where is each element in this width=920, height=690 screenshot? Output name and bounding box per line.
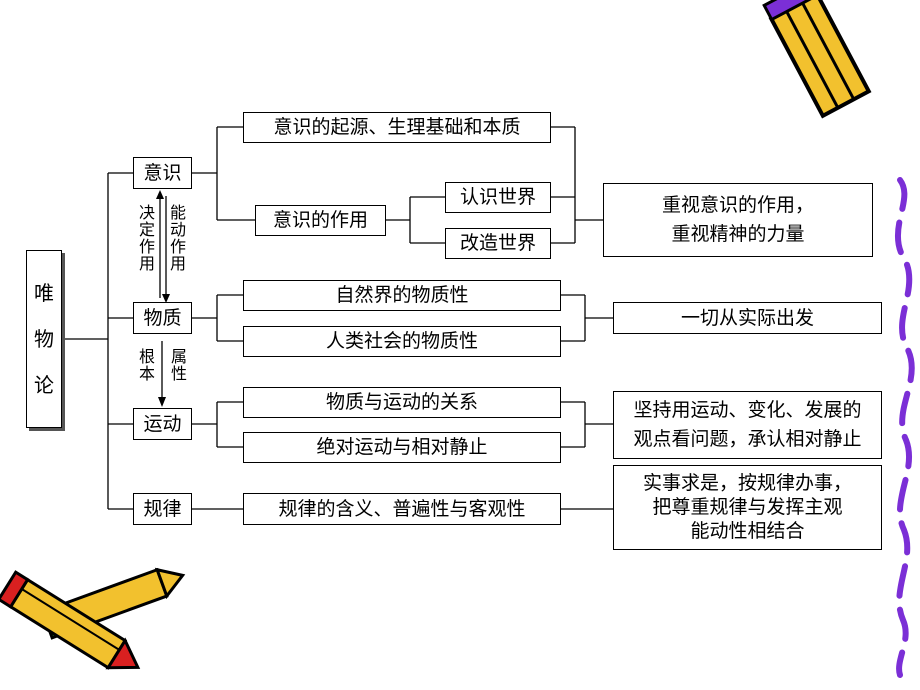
category-matter: 物质 [133, 302, 192, 334]
conclusion-consciousness-line-2: 重视精神的力量 [671, 223, 805, 245]
root-char-1: 唯 [34, 281, 54, 305]
topic-society-materiality: 人类社会的物质性 [243, 326, 561, 357]
conclusion-consciousness-line-1: 重视意识的作用， [661, 194, 814, 217]
relation-active-role-label: 能动作用 [169, 203, 186, 273]
conclusion-law-line-2: 把尊重规律与发挥主观 [652, 496, 843, 519]
category-law: 规律 [133, 493, 192, 525]
topic-law-meaning: 规律的含义、普遍性与客观性 [243, 493, 561, 525]
topic-consciousness-role: 意识的作用 [255, 205, 386, 236]
conclusion-matter: 一切从实际出发 [613, 302, 882, 334]
conclusion-law-line-3: 能动性相结合 [690, 519, 805, 542]
topic-nature-materiality: 自然界的物质性 [243, 280, 561, 311]
topic-changing-world: 改造世界 [445, 228, 551, 259]
relation-attribute-label: 属性 [170, 347, 187, 383]
topic-consciousness-origin: 意识的起源、生理基础和本质 [243, 112, 551, 143]
root-char-2: 物 [34, 327, 54, 351]
relation-decides-label: 决定作用 [138, 203, 155, 273]
root-char-3: 论 [34, 373, 54, 397]
category-motion: 运动 [133, 408, 192, 440]
conclusion-motion-line-2: 观点看问题，承认相对静止 [633, 428, 862, 450]
root-box: 唯 物 论 [26, 250, 62, 428]
category-consciousness: 意识 [133, 157, 192, 189]
topic-matter-motion-relation: 物质与运动的关系 [243, 387, 561, 418]
conclusion-motion: 坚持用运动、变化、发展的 观点看问题，承认相对静止 [613, 391, 882, 459]
conclusion-consciousness: 重视意识的作用， 重视精神的力量 [603, 183, 873, 257]
conclusion-motion-line-1: 坚持用运动、变化、发展的 [633, 399, 862, 422]
conclusion-law: 实事求是，按规律办事， 把尊重规律与发挥主观 能动性相结合 [613, 465, 882, 550]
relation-fundamental-label: 根本 [138, 347, 155, 383]
conclusion-law-line-1: 实事求是，按规律办事， [642, 472, 852, 495]
topic-knowing-world: 认识世界 [445, 182, 551, 213]
topic-absolute-motion: 绝对运动与相对静止 [243, 432, 561, 463]
